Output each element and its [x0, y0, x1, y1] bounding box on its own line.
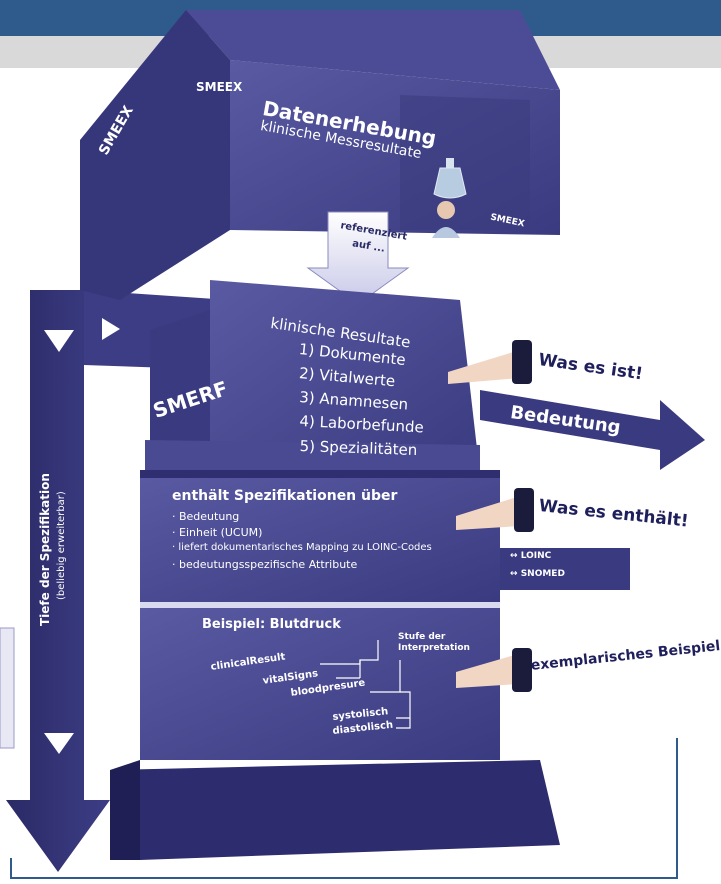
hand-icon-3: [456, 648, 532, 692]
top-label-smeex: SMEEX: [196, 80, 243, 94]
level-label-2: Interpretation: [398, 643, 470, 653]
top-block-left: [80, 10, 230, 300]
frame-left-line: [10, 858, 12, 878]
connector-triangle: [102, 318, 120, 340]
depth-arrow: [6, 290, 110, 872]
base-slab: [110, 760, 560, 860]
spec-item-4: · bedeutungsspezifische Attribute: [172, 558, 358, 571]
mapping-bar: [500, 548, 630, 590]
frame-bottom-line: [10, 877, 678, 879]
mapping-loinc-label: LOINC: [520, 551, 552, 561]
spec-item-3: · liefert dokumentarisches Mapping zu LO…: [172, 542, 432, 553]
doctor-icon: [432, 201, 460, 238]
spec-heading: enthält Spezifikationen über: [172, 488, 398, 504]
level-label-1: Stufe der: [398, 632, 446, 642]
frame-right-line: [676, 738, 678, 878]
bedeutung-arrow: [480, 390, 705, 470]
spec-item-2: · Einheit (UCUM): [172, 526, 263, 539]
hand-icon-2: [456, 488, 534, 532]
hand-icon-1: [448, 340, 532, 384]
example-heading: Beispiel: Blutdruck: [202, 617, 341, 632]
depth-axis-label: Tiefe der Spezifikation: [38, 473, 52, 626]
spec-block: [140, 475, 500, 602]
spec-item-1: · Bedeutung: [172, 510, 240, 523]
flask-icon: [433, 158, 467, 199]
smerf-block-front: [210, 280, 480, 475]
down-arrow: [306, 211, 410, 305]
depth-arrow-top-triangle: [44, 330, 74, 352]
depth-arrow-bottom-triangle: [44, 733, 74, 754]
mapping-loinc: ↔ LOINC: [510, 551, 552, 561]
top-block-top: [186, 10, 560, 90]
mapping-snomed: ↔ SNOMED: [510, 569, 565, 579]
depth-axis-sublabel: (beliebig erweiterbar): [56, 491, 67, 600]
smerf-block-left: [150, 310, 210, 470]
mapping-snomed-label: SNOMED: [520, 569, 565, 579]
